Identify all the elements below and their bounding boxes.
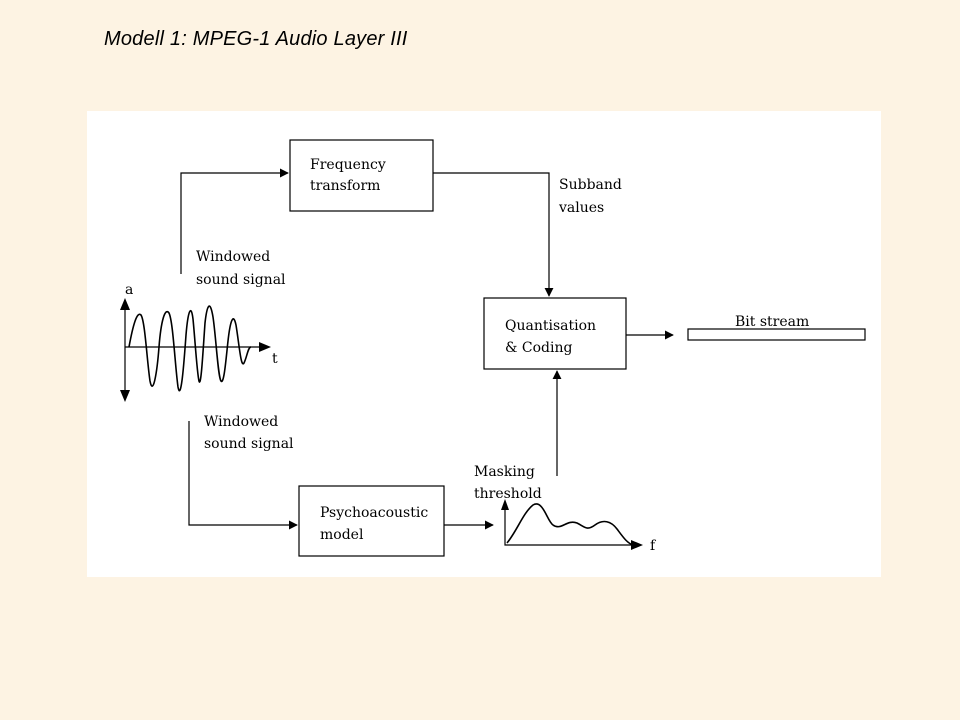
quantisation-coding-label-2: & Coding: [505, 340, 573, 356]
windowed-signal-bottom-label-2: sound signal: [204, 436, 294, 452]
frequency-transform-label-2: transform: [310, 178, 380, 194]
axis-t-label: t: [272, 351, 278, 367]
frequency-transform-label-1: Frequency: [310, 157, 386, 173]
windowed-signal-bottom-label-1: Windowed: [204, 414, 278, 430]
arrow-subband-to-quantisation: [433, 172, 554, 297]
sound-signal-graph: a t: [120, 282, 278, 402]
subband-values-label-1: Subband: [559, 177, 622, 193]
mp3-encoder-diagram: Frequency transform Quantisation & Codin…: [87, 111, 881, 577]
subband-values-label-2: values: [558, 200, 604, 216]
frequency-axis-arrow: [631, 540, 643, 550]
psychoacoustic-model-block: Psychoacoustic model: [298, 485, 445, 557]
windowed-signal-top-label-2: sound signal: [196, 272, 286, 288]
diagram-canvas: Frequency transform Quantisation & Codin…: [120, 139, 866, 557]
sound-waveform: [128, 305, 252, 392]
masking-threshold-curve: [506, 503, 634, 546]
arrow-to-frequency-transform: [180, 168, 289, 274]
masking-threshold-label-2: threshold: [474, 486, 542, 502]
slide-title: Modell 1: MPEG-1 Audio Layer III: [104, 28, 408, 50]
masking-axis-arrow-up: [501, 499, 509, 510]
bit-stream-output: Bit stream: [687, 314, 866, 341]
masking-threshold-graph: f: [501, 499, 657, 554]
amplitude-axis-arrow-up: [120, 298, 130, 310]
axis-f-label: f: [650, 538, 657, 554]
bit-stream-label: Bit stream: [735, 314, 809, 330]
frequency-transform-block: Frequency transform: [289, 139, 434, 212]
windowed-signal-top-label-1: Windowed: [196, 249, 270, 265]
frequency-axis: [504, 505, 635, 546]
amplitude-axis-arrow-down: [120, 390, 130, 402]
psychoacoustic-model-label-1: Psychoacoustic: [320, 505, 428, 521]
axis-a-label: a: [125, 282, 133, 298]
arrow-to-psychoacoustic-model: [188, 421, 298, 530]
masking-threshold-label-1: Masking: [474, 464, 535, 480]
quantisation-coding-block: Quantisation & Coding: [483, 297, 627, 370]
psychoacoustic-model-label-2: model: [320, 527, 364, 543]
quantisation-coding-label-1: Quantisation: [505, 318, 596, 334]
time-axis-arrow: [259, 342, 271, 352]
